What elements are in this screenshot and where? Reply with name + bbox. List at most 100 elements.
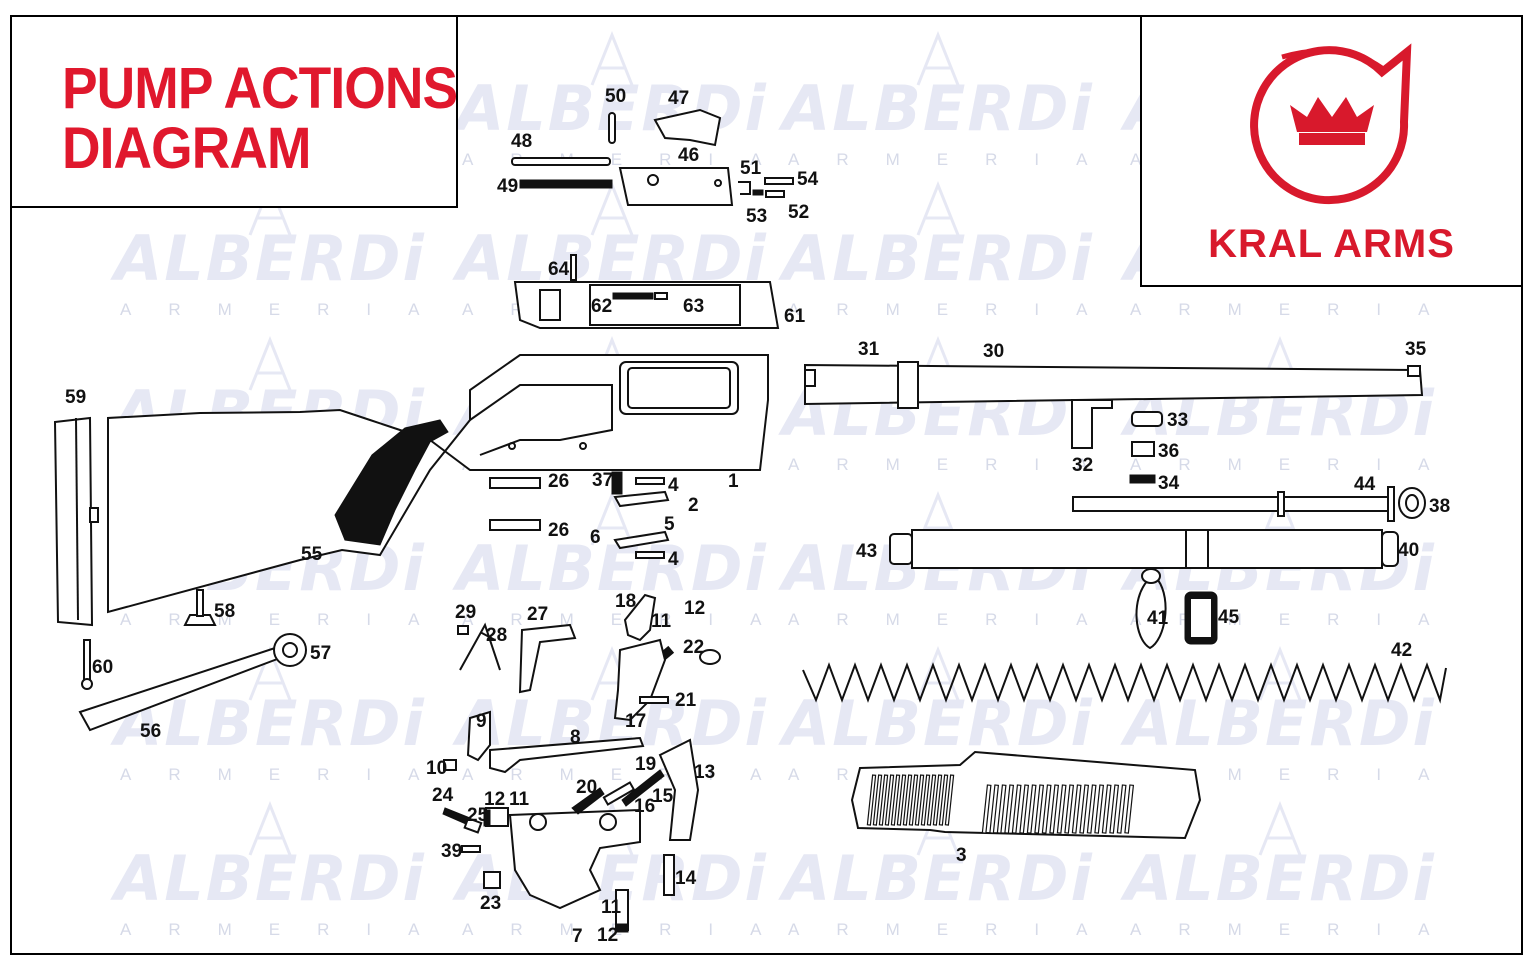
part-number-label: 56 [140,721,161,742]
part-number-label: 37 [592,470,613,491]
part-number-label: 40 [1398,540,1419,561]
part-number-label: 25 [467,805,489,826]
alberdi-monogram-icon [248,800,292,856]
part-number-label: 11 [601,897,622,918]
forend-groove [902,774,913,826]
watermark-text: ALBERDi [109,842,426,915]
part-number-label: 51 [740,158,762,179]
part-number-label: 21 [675,690,697,711]
watermark-subtext: ARMERIA [788,610,1124,629]
watermark-subtext: ARMERIA [1130,300,1466,319]
forend-groove [908,774,919,826]
part-number-label: 14 [675,868,697,889]
part-number-label: 44 [1354,474,1376,495]
part-number-label: 62 [591,296,612,317]
part-number-label: 29 [455,602,476,623]
part-number-label: 41 [1147,608,1169,629]
watermark-text: ALBERDi [777,222,1094,295]
watermark-subtext: ARMERIA [462,765,798,784]
watermark-subtext: ARMERIA [788,150,1124,169]
forend [850,750,1202,840]
forend-groove [1041,784,1052,834]
buttstock-hardware [78,471,670,732]
part-number-label: 2 [688,495,699,516]
part-number-label: 13 [694,762,715,783]
part-number-label: 11 [509,789,530,810]
watermark-text: ALBERDi [777,842,1094,915]
watermark-subtext: ARMERIA [120,765,456,784]
part-number-label: 12 [684,598,705,619]
part-number-label: 12 [597,925,618,946]
brand-logo-panel: KRAL ARMS [1140,15,1523,287]
part-number-label: 48 [511,131,532,152]
watermark-subtext: ARMERIA [120,610,456,629]
forend-groove [1094,784,1105,834]
magazine-tube [889,486,1426,650]
alberdi-monogram-icon [1258,645,1302,701]
forend-groove [1019,784,1030,834]
part-number-label: 1 [728,471,739,492]
forend-groove [896,774,907,826]
part-number-label: 63 [683,296,704,317]
watermark-subtext: ARMERIA [1130,920,1466,939]
watermark-subtext: ARMERIA [120,300,456,319]
forend-groove [1026,784,1037,834]
watermark-subtext: ARMERIA [788,300,1124,319]
forend-groove [1116,784,1127,834]
part-number-label: 11 [651,611,672,632]
watermark-subtext: ARMERIA [788,455,1124,474]
forend-groove [1064,784,1075,834]
part-number-label: 32 [1072,455,1093,476]
part-number-label: 15 [652,786,674,807]
alberdi-monogram-icon [916,180,960,236]
part-number-label: 23 [480,893,501,914]
part-number-label: 59 [65,387,86,408]
watermark-text: ALBERDi [109,222,426,295]
bolt-assembly [511,108,794,206]
forend-groove [866,774,877,826]
crown-in-circle-logo-icon [1250,43,1412,205]
watermark-text: ALBERDi [777,687,1094,760]
part-number-label: 10 [426,758,447,779]
forend-groove [996,784,1007,834]
part-number-label: 8 [570,727,581,748]
part-number-label: 7 [572,926,583,947]
part-number-label: 17 [625,711,646,732]
watermark-subtext: ARMERIA [1130,610,1466,629]
forend-groove [1086,784,1097,834]
watermark-text: ALBERDi [1119,842,1436,915]
alberdi-monogram-icon [916,30,960,86]
part-number-label: 19 [635,754,656,775]
part-number-label: 47 [668,88,689,109]
forend-groove [1056,784,1067,834]
forend-groove [872,774,883,826]
watermark-text: ALBERDi [451,842,768,915]
part-number-label: 46 [678,145,699,166]
small-parts-33-36-34 [1129,411,1163,484]
part-number-label: 52 [788,202,809,223]
forend-groove [1004,784,1015,834]
watermark-text: ALBERDi [777,72,1094,145]
alberdi-monogram-icon [590,30,634,86]
forend-groove [1101,784,1112,834]
stock-and-receiver [53,354,769,627]
forend-groove [989,784,1000,834]
part-number-label: 43 [856,541,877,562]
part-number-label: 45 [1218,607,1240,628]
part-number-label: 42 [1391,640,1412,661]
part-number-labels: 1234456789101111111212121314151617181920… [65,86,1450,947]
part-number-label: 6 [590,527,601,548]
part-number-label: 3 [956,845,967,866]
forend-groove [1049,784,1060,834]
part-number-label: 39 [441,841,462,862]
part-number-label: 9 [476,711,487,732]
part-number-label: 20 [576,777,597,798]
part-number-label: 60 [92,657,113,678]
watermark-subtext: ARMERIA [788,920,1124,939]
watermark-subtext: ARMERIA [1130,455,1466,474]
watermark-subtext: ARMERIA [1130,765,1466,784]
part-number-label: 61 [784,306,806,327]
forend-groove [878,774,889,826]
alberdi-monogram-icon [916,490,960,546]
